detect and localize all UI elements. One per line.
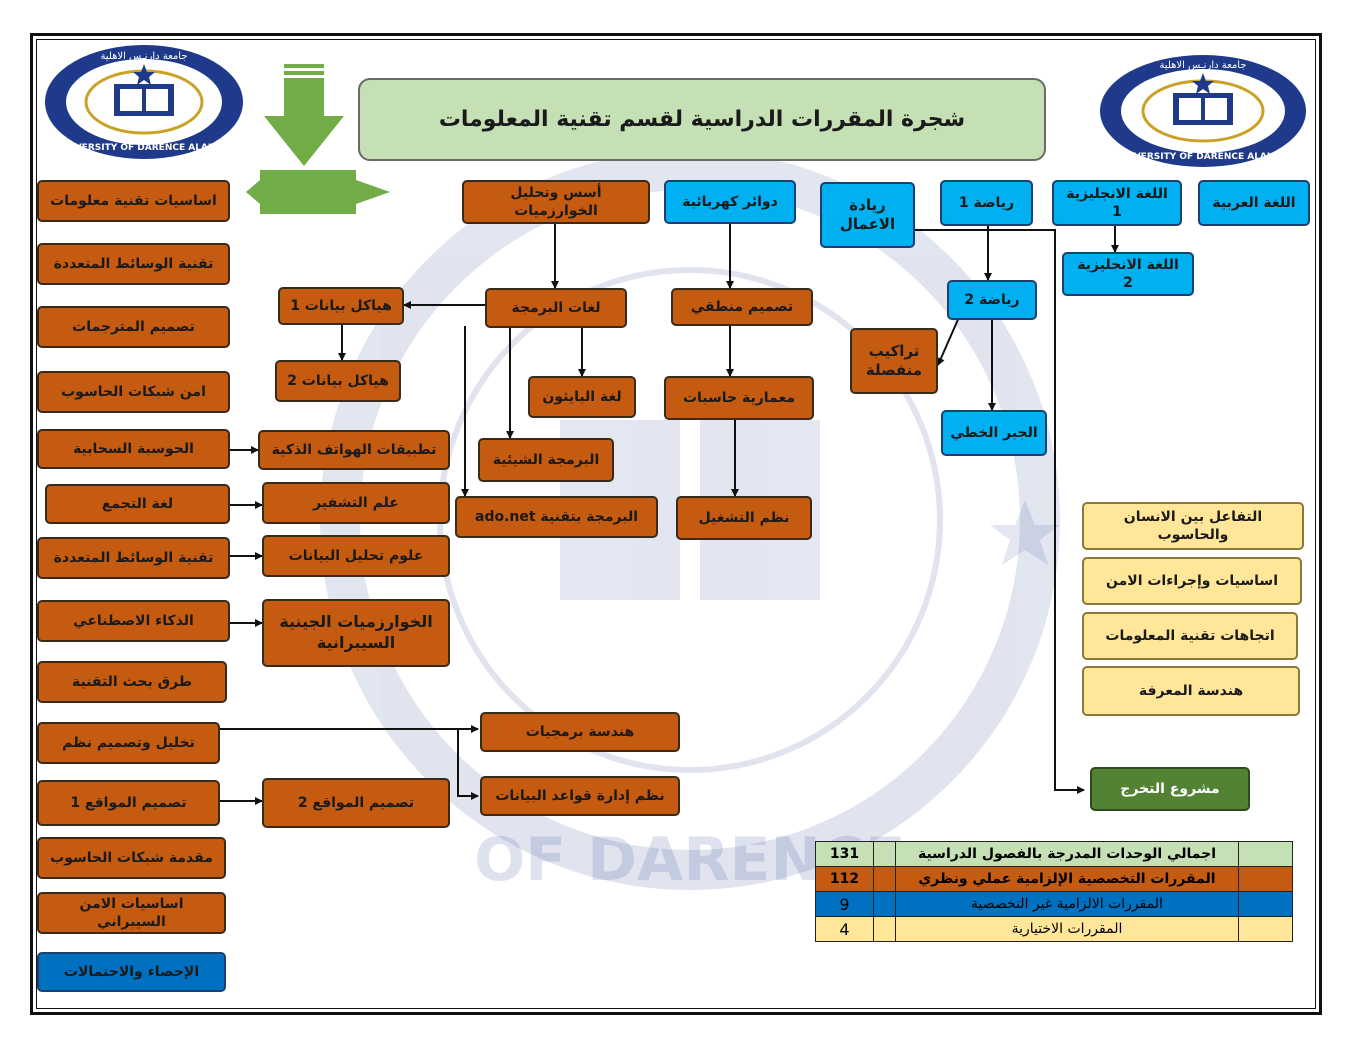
- course-data-analytics[interactable]: علوم تحليل البيانات: [262, 535, 450, 577]
- green-arrow-icon: [246, 64, 390, 214]
- summary-row: المقررات التخصصية الإلزامية عملي ونظري 1…: [815, 866, 1293, 892]
- summary-row: المقررات الالزامية غير التخصصية 9: [815, 891, 1293, 917]
- summary-label: المقررات الالزامية غير التخصصية: [895, 891, 1239, 917]
- course-genetic-algorithms[interactable]: الخوارزميات الجينية السيبرانية: [262, 599, 450, 667]
- summary-row: المقررات الاختيارية 4: [815, 916, 1293, 942]
- course-entrepreneurship[interactable]: ريادة الاعمال: [820, 182, 915, 248]
- svg-text:UNIVERSITY OF DARENCE ALAHLIA: UNIVERSITY OF DARENCE ALAHLIA: [57, 143, 232, 153]
- course-logic-design[interactable]: تصميم منطقي: [671, 288, 813, 326]
- course-math-2[interactable]: رياضة 2: [947, 280, 1037, 320]
- course-math-1[interactable]: رياضة 1: [940, 180, 1033, 226]
- course-research-methods[interactable]: طرق بحث التقنية: [37, 661, 227, 703]
- university-logo-right: UNIVERSITY OF DARENCE ALAHLIA جامعة دارن…: [1100, 55, 1306, 167]
- course-mobile-apps[interactable]: تطبيقات الهواتف الذكية: [258, 430, 450, 470]
- course-discrete-structures[interactable]: تراكيب منفصلة: [850, 328, 938, 394]
- summary-value: 9: [815, 891, 874, 917]
- summary-table: اجمالي الوحدات المدرجة بالفصول الدراسية …: [815, 841, 1293, 942]
- course-multimedia-2[interactable]: تقنية الوسائط المتعددة: [37, 537, 230, 579]
- course-algorithms[interactable]: أسس وتحليل الخوارزميات: [462, 180, 650, 224]
- elective-hci[interactable]: التفاعل بين الانسان والحاسوب: [1082, 502, 1304, 550]
- course-cloud[interactable]: الحوسبة السحابية: [37, 429, 230, 469]
- course-electric-circuits[interactable]: دوائر كهربائية: [664, 180, 796, 224]
- course-network-security[interactable]: امن شبكات الحاسوب: [37, 371, 230, 413]
- course-multimedia[interactable]: تقنية الوسائط المتعددة: [37, 243, 230, 285]
- course-web-design-1[interactable]: تصميم المواقع 1: [37, 780, 220, 826]
- course-data-structures-2[interactable]: هياكل بيانات 2: [275, 360, 401, 402]
- outer-frame: [30, 33, 1322, 1015]
- course-arabic[interactable]: اللغة العربية: [1198, 180, 1310, 226]
- course-english-1[interactable]: اللغة الانجليزية 1: [1052, 180, 1182, 226]
- course-networks-intro[interactable]: مقدمة شبكات الحاسوب: [37, 837, 226, 879]
- course-web-design-2[interactable]: تصميم المواقع 2: [262, 778, 450, 828]
- course-python[interactable]: لغة البايثون: [528, 376, 636, 418]
- summary-row: اجمالي الوحدات المدرجة بالفصول الدراسية …: [815, 841, 1293, 867]
- page-title: شجرة المقررات الدراسية لقسم تقنية المعلو…: [358, 78, 1046, 161]
- course-operating-systems[interactable]: نظم التشغيل: [676, 496, 812, 540]
- elective-it-trends[interactable]: اتجاهات تقنية المعلومات: [1082, 612, 1298, 660]
- summary-value: 4: [815, 916, 874, 942]
- course-ai[interactable]: الذكاء الاصطناعي: [37, 600, 230, 642]
- course-computer-architecture[interactable]: معمارية حاسبات: [664, 376, 814, 420]
- elective-security-procedures[interactable]: اساسيات وإجراءات الامن: [1082, 557, 1302, 605]
- university-logo-left: UNIVERSITY OF DARENCE ALAHLIA جامعة دارن…: [45, 45, 243, 159]
- svg-text:جامعة دارنـس الاهلية: جامعة دارنـس الاهلية: [100, 51, 187, 62]
- course-assembly[interactable]: لغة التجمع: [45, 484, 230, 524]
- course-it-fundamentals[interactable]: اساسيات تقنية معلومات: [37, 180, 230, 222]
- summary-label: اجمالي الوحدات المدرجة بالفصول الدراسية: [895, 841, 1239, 867]
- summary-value: 112: [815, 866, 874, 892]
- svg-text:UNIVERSITY OF DARENCE ALAHLIA: UNIVERSITY OF DARENCE ALAHLIA: [1116, 152, 1291, 162]
- course-software-engineering[interactable]: هندسة برمجيات: [480, 712, 680, 752]
- course-compilers[interactable]: تصميم المترجمات: [37, 306, 230, 348]
- svg-text:جامعة دارنـس الاهلية: جامعة دارنـس الاهلية: [1159, 60, 1246, 71]
- course-cybersecurity[interactable]: اساسيات الامن السيبراني: [37, 892, 226, 934]
- summary-label: المقررات التخصصية الإلزامية عملي ونظري: [895, 866, 1239, 892]
- course-english-2[interactable]: اللغة الانجليزية 2: [1062, 252, 1194, 296]
- inner-frame: [36, 39, 1316, 1009]
- course-cryptography[interactable]: علم التشفير: [262, 482, 450, 524]
- course-linear-algebra[interactable]: الجبر الخطي: [941, 410, 1047, 456]
- course-data-structures-1[interactable]: هياكل بيانات 1: [278, 287, 404, 325]
- summary-label: المقررات الاختيارية: [895, 916, 1239, 942]
- summary-value: 131: [815, 841, 874, 867]
- elective-knowledge-engineering[interactable]: هندسة المعرفة: [1082, 666, 1300, 716]
- course-programming-languages[interactable]: لغات البرمجة: [485, 288, 627, 328]
- course-database-systems[interactable]: نظم إدارة قواعد البيانات: [480, 776, 680, 816]
- summary-row-marker: [1238, 841, 1293, 867]
- course-systems-analysis[interactable]: تخليل وتصميم نظم: [37, 722, 220, 764]
- course-oop[interactable]: البرمجة الشيئية: [478, 438, 614, 482]
- course-statistics[interactable]: الإحصاء والاحتمالات: [37, 952, 226, 992]
- course-adonet[interactable]: البرمجة بتقنية ado.net: [455, 496, 658, 538]
- graduation-project[interactable]: مشروع التخرج: [1090, 767, 1250, 811]
